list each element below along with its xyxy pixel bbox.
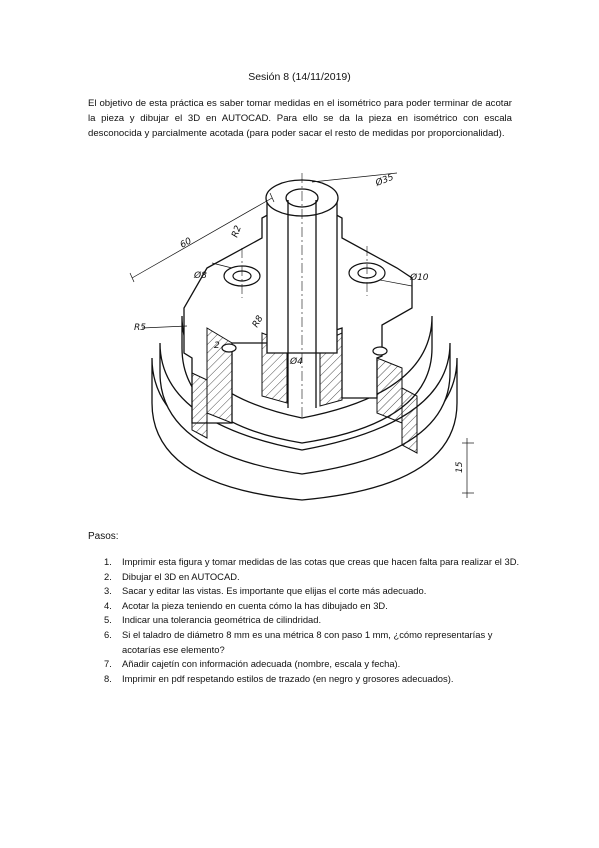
center-lines [241,173,368,418]
step-text: Si el taladro de diámetro 8 mm es una mé… [122,628,493,655]
step-text: Acotar la pieza teniendo en cuenta cómo … [122,599,388,611]
list-item: 2. Dibujar el 3D en AUTOCAD. [88,570,528,585]
step-text: Imprimir esta figura y tomar medidas de … [122,556,520,567]
step-number: 8. [104,672,112,684]
list-item: 7. Añadir cajetín con información adecuad… [88,657,528,672]
list-item: 6. Si el taladro de diámetro 8 mm es una … [88,628,528,657]
step-text: Dibujar el 3D en AUTOCAD. [122,570,240,582]
dim-60: 60 [179,236,194,250]
base-flange [151,315,458,501]
step-text: Añadir cajetín con información adecuada … [122,658,401,670]
step-number: 3. [104,585,112,597]
step-text: Sacar y editar las vistas. Es importante… [122,585,427,597]
dim-d4: Ø4 [289,356,303,367]
list-item: 5. Indicar una tolerancia geométrica de c… [88,613,528,628]
list-item: 3. Sacar y editar las vistas. Es importan… [88,584,528,599]
dim-2: 2 [214,341,220,351]
step-number: 4. [104,599,112,611]
step-text: Imprimir en pdf respetando estilos de tr… [122,672,454,684]
intro-paragraph: El objetivo de esta práctica es saber to… [88,98,512,139]
dimension-lines [129,172,474,498]
dim-15: 15 [455,461,465,473]
list-item: 8. Imprimir en pdf respetando estilos de … [88,672,528,687]
step-number: 7. [104,658,112,670]
step-number: 1. [104,556,112,567]
dim-r5: R5 [134,323,146,333]
step-number: 6. [104,628,112,640]
list-item: 4. Acotar la pieza teniendo en cuenta cóm… [88,599,528,614]
steps-list: 1. Imprimir esta figura y tomar medidas d… [88,555,528,686]
dim-d10: Ø10 [409,272,429,283]
session-title: Sesión 8 (14/11/2019) [248,71,351,83]
step-text: Indicar una tolerancia geométrica de cil… [122,614,322,626]
step-number: 2. [104,570,112,582]
steps-heading: Pasos: [88,531,119,542]
step-number: 5. [104,614,112,626]
dim-d8: Ø8 [193,270,207,281]
isometric-drawing: Ø35 Ø10 Ø8 Ø4 R2 R5 R8 60 15 2 [129,172,474,501]
list-item: 1. Imprimir esta figura y tomar medidas d… [88,555,528,570]
dim-r2: R2 [230,224,244,239]
